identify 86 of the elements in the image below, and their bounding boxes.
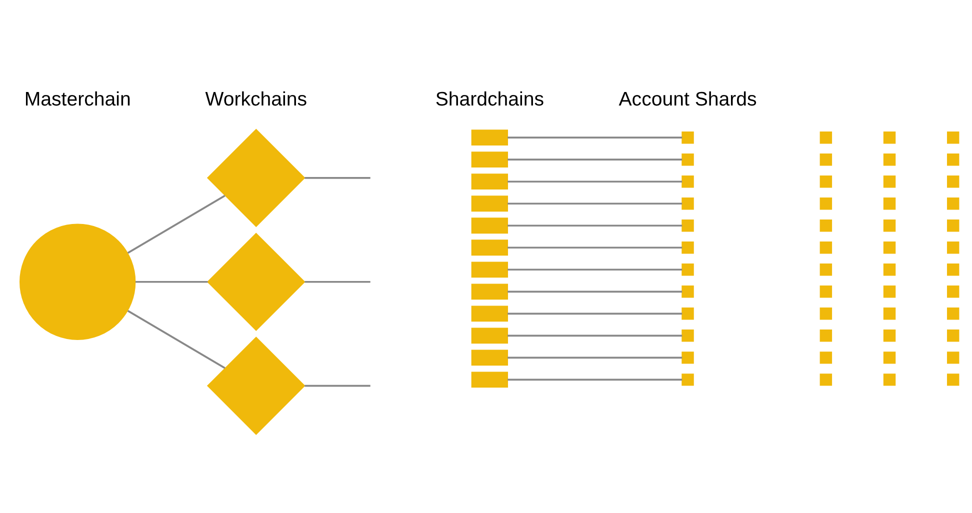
node-box	[883, 220, 896, 232]
node-box	[682, 220, 694, 232]
node-box	[820, 198, 832, 210]
node-box	[682, 175, 694, 188]
connector	[508, 136, 682, 138]
node-box	[946, 153, 960, 166]
node-box	[820, 175, 832, 188]
node-box	[820, 352, 832, 364]
node-box	[883, 198, 896, 210]
connector	[508, 202, 682, 205]
node-box	[946, 352, 960, 364]
node-bar	[471, 262, 508, 278]
node-bar	[471, 218, 508, 234]
node-diamond	[206, 336, 306, 435]
node-box	[946, 286, 960, 298]
node-box	[682, 308, 694, 320]
node-box	[883, 153, 896, 166]
node-box	[682, 264, 694, 276]
node-box	[946, 264, 960, 276]
connector	[508, 312, 682, 315]
connector	[304, 384, 370, 387]
connector	[508, 158, 682, 161]
node-box	[946, 198, 960, 210]
connector	[508, 246, 682, 249]
node-box	[883, 175, 896, 188]
node-box	[883, 242, 896, 254]
connector	[508, 224, 682, 227]
node-bar	[471, 240, 508, 256]
node-box	[946, 175, 960, 188]
node-bar	[471, 152, 508, 168]
node-box	[946, 242, 960, 254]
node-box	[946, 308, 960, 320]
connector	[508, 356, 682, 359]
node-box	[883, 308, 896, 320]
node-box	[682, 153, 694, 166]
node-box	[883, 374, 896, 386]
node-box	[820, 308, 832, 320]
node-box	[682, 352, 694, 364]
connector	[508, 268, 682, 271]
connector	[136, 280, 208, 283]
node-diamond	[206, 232, 306, 332]
connector	[508, 180, 682, 183]
node-box	[820, 242, 832, 254]
node-box	[682, 286, 694, 298]
node-box	[883, 131, 896, 144]
connector	[127, 194, 226, 254]
node-box	[682, 131, 694, 144]
connector	[508, 378, 682, 381]
node-box	[820, 131, 832, 144]
node-box	[883, 330, 896, 342]
node-bar	[471, 284, 508, 300]
node-box	[883, 352, 896, 364]
connector	[508, 290, 682, 293]
node-bar	[471, 350, 508, 366]
node-box	[820, 264, 832, 276]
connector	[127, 310, 226, 369]
node-box	[883, 286, 896, 298]
node-box	[820, 330, 832, 342]
node-bar	[471, 306, 508, 322]
connector	[304, 177, 370, 179]
node-box	[682, 330, 694, 342]
node-box	[820, 286, 832, 298]
connector	[508, 334, 682, 337]
node-circle	[20, 224, 136, 340]
node-box	[682, 198, 694, 210]
node-box	[682, 242, 694, 254]
connector	[304, 280, 370, 283]
node-box	[946, 131, 960, 144]
node-bar	[471, 328, 508, 344]
node-bar	[471, 372, 508, 388]
label: Workchains	[205, 88, 307, 111]
node-box	[820, 153, 832, 166]
label: Shardchains	[435, 88, 544, 111]
node-box	[946, 220, 960, 232]
node-diamond	[206, 128, 306, 228]
label: Masterchain	[24, 88, 131, 111]
node-bar	[471, 130, 508, 146]
node-box	[682, 374, 694, 386]
node-bar	[471, 196, 508, 212]
node-box	[946, 330, 960, 342]
node-box	[946, 374, 960, 386]
node-box	[883, 264, 896, 276]
node-box	[820, 374, 832, 386]
node-box	[820, 220, 832, 232]
node-bar	[471, 174, 508, 190]
label: Account Shards	[618, 88, 757, 111]
